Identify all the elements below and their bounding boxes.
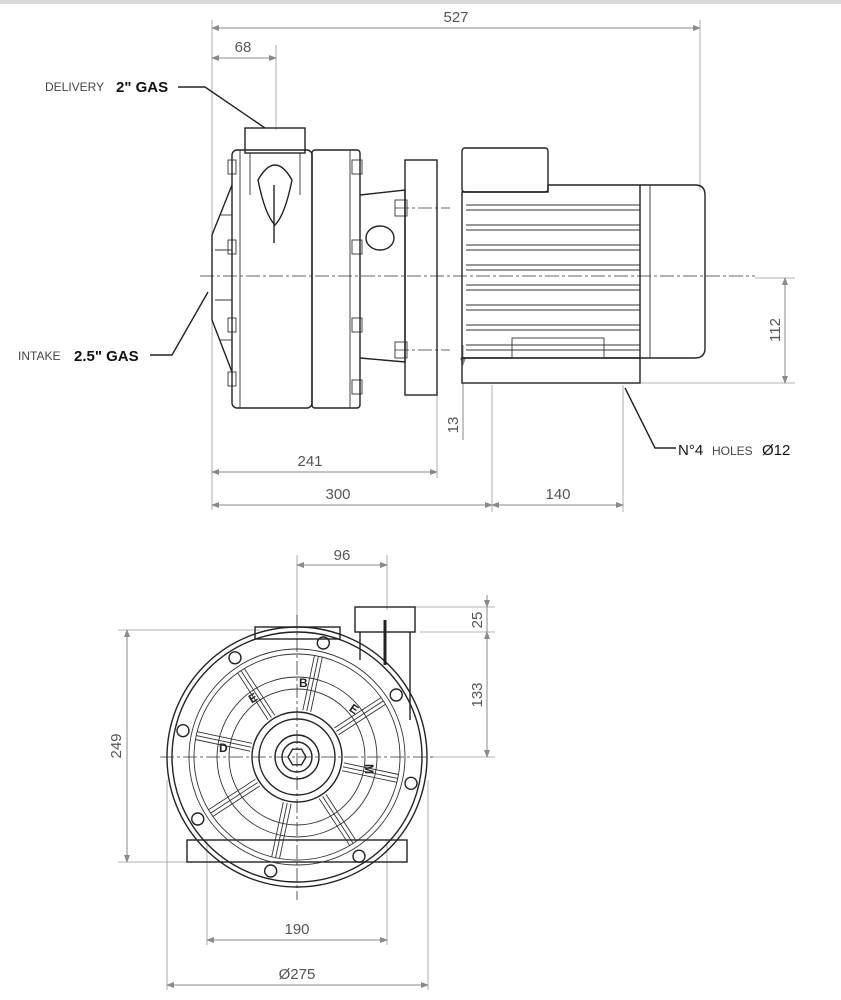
dim-249-text: 249 bbox=[108, 733, 125, 758]
dim-190-text: 190 bbox=[284, 921, 309, 938]
delivery-label: DELIVERY bbox=[45, 80, 104, 94]
spoke bbox=[240, 670, 272, 718]
dim-68-text: 68 bbox=[235, 39, 252, 56]
spoke bbox=[275, 802, 288, 858]
spoke bbox=[237, 672, 269, 721]
holes-label: HOLES bbox=[712, 444, 753, 458]
dim-96-text: 96 bbox=[334, 547, 351, 564]
dim-275-text: Ø275 bbox=[279, 966, 316, 983]
logo-letter-e2: E bbox=[347, 701, 362, 717]
logo-letter-d: D bbox=[219, 741, 228, 755]
spoke bbox=[310, 656, 323, 712]
dim-300-text: 300 bbox=[325, 486, 350, 503]
dim-527-text: 527 bbox=[443, 9, 468, 26]
spoke bbox=[210, 782, 258, 814]
dim-241-text: 241 bbox=[297, 453, 322, 470]
motor-fin bbox=[466, 324, 640, 331]
motor-fin bbox=[466, 224, 640, 231]
spoke bbox=[279, 803, 292, 859]
dim-140-text: 140 bbox=[545, 486, 570, 503]
spoke bbox=[195, 739, 251, 752]
spoke bbox=[322, 796, 354, 844]
side-view: 527 68 112 13 241 300 140 bbox=[18, 9, 795, 512]
spoke bbox=[302, 655, 315, 711]
dim-25-text: 25 bbox=[469, 612, 486, 629]
intake-size: 2.5" GAS bbox=[74, 348, 139, 365]
bolt-hole bbox=[263, 864, 278, 878]
spoke bbox=[325, 793, 357, 842]
holes-diameter: Ø12 bbox=[762, 442, 790, 459]
logo-letter-b: B bbox=[299, 676, 308, 690]
holes-count: N°4 bbox=[678, 442, 703, 459]
spoke bbox=[208, 778, 256, 811]
spoke bbox=[196, 735, 252, 748]
motor-fin bbox=[466, 204, 640, 211]
bolt-hole bbox=[404, 776, 418, 791]
motor-fin bbox=[466, 304, 640, 311]
bolt-hole bbox=[176, 723, 190, 738]
spoke bbox=[338, 703, 386, 736]
front-view: 96 25 133 249 190 Ø275 D E B E M bbox=[108, 547, 495, 990]
spoke bbox=[333, 697, 382, 729]
spoke bbox=[318, 798, 351, 846]
spoke bbox=[342, 766, 398, 779]
top-border bbox=[0, 0, 841, 4]
motor-fin bbox=[466, 344, 640, 351]
bolt-hole bbox=[389, 688, 403, 702]
delivery-size: 2" GAS bbox=[116, 79, 168, 96]
motor-fin bbox=[466, 264, 640, 271]
spoke bbox=[196, 731, 252, 744]
intake-label: INTAKE bbox=[18, 349, 60, 363]
dim-13-text: 13 bbox=[445, 417, 462, 434]
motor-fin bbox=[466, 244, 640, 251]
dim-112-text: 112 bbox=[767, 318, 784, 342]
spoke bbox=[243, 668, 276, 716]
spoke bbox=[306, 656, 319, 712]
bolt-hole bbox=[228, 651, 242, 665]
spoke bbox=[342, 770, 398, 783]
motor-fin bbox=[466, 284, 640, 291]
spoke bbox=[212, 785, 261, 817]
bolt-hole bbox=[316, 636, 331, 650]
spoke bbox=[343, 762, 399, 775]
bolt-hole bbox=[191, 812, 205, 826]
dim-133-text: 133 bbox=[469, 682, 486, 707]
bolt-hole bbox=[352, 849, 366, 863]
spoke bbox=[336, 700, 384, 732]
spoke bbox=[271, 802, 284, 858]
logo-letter-m: M bbox=[362, 764, 376, 774]
